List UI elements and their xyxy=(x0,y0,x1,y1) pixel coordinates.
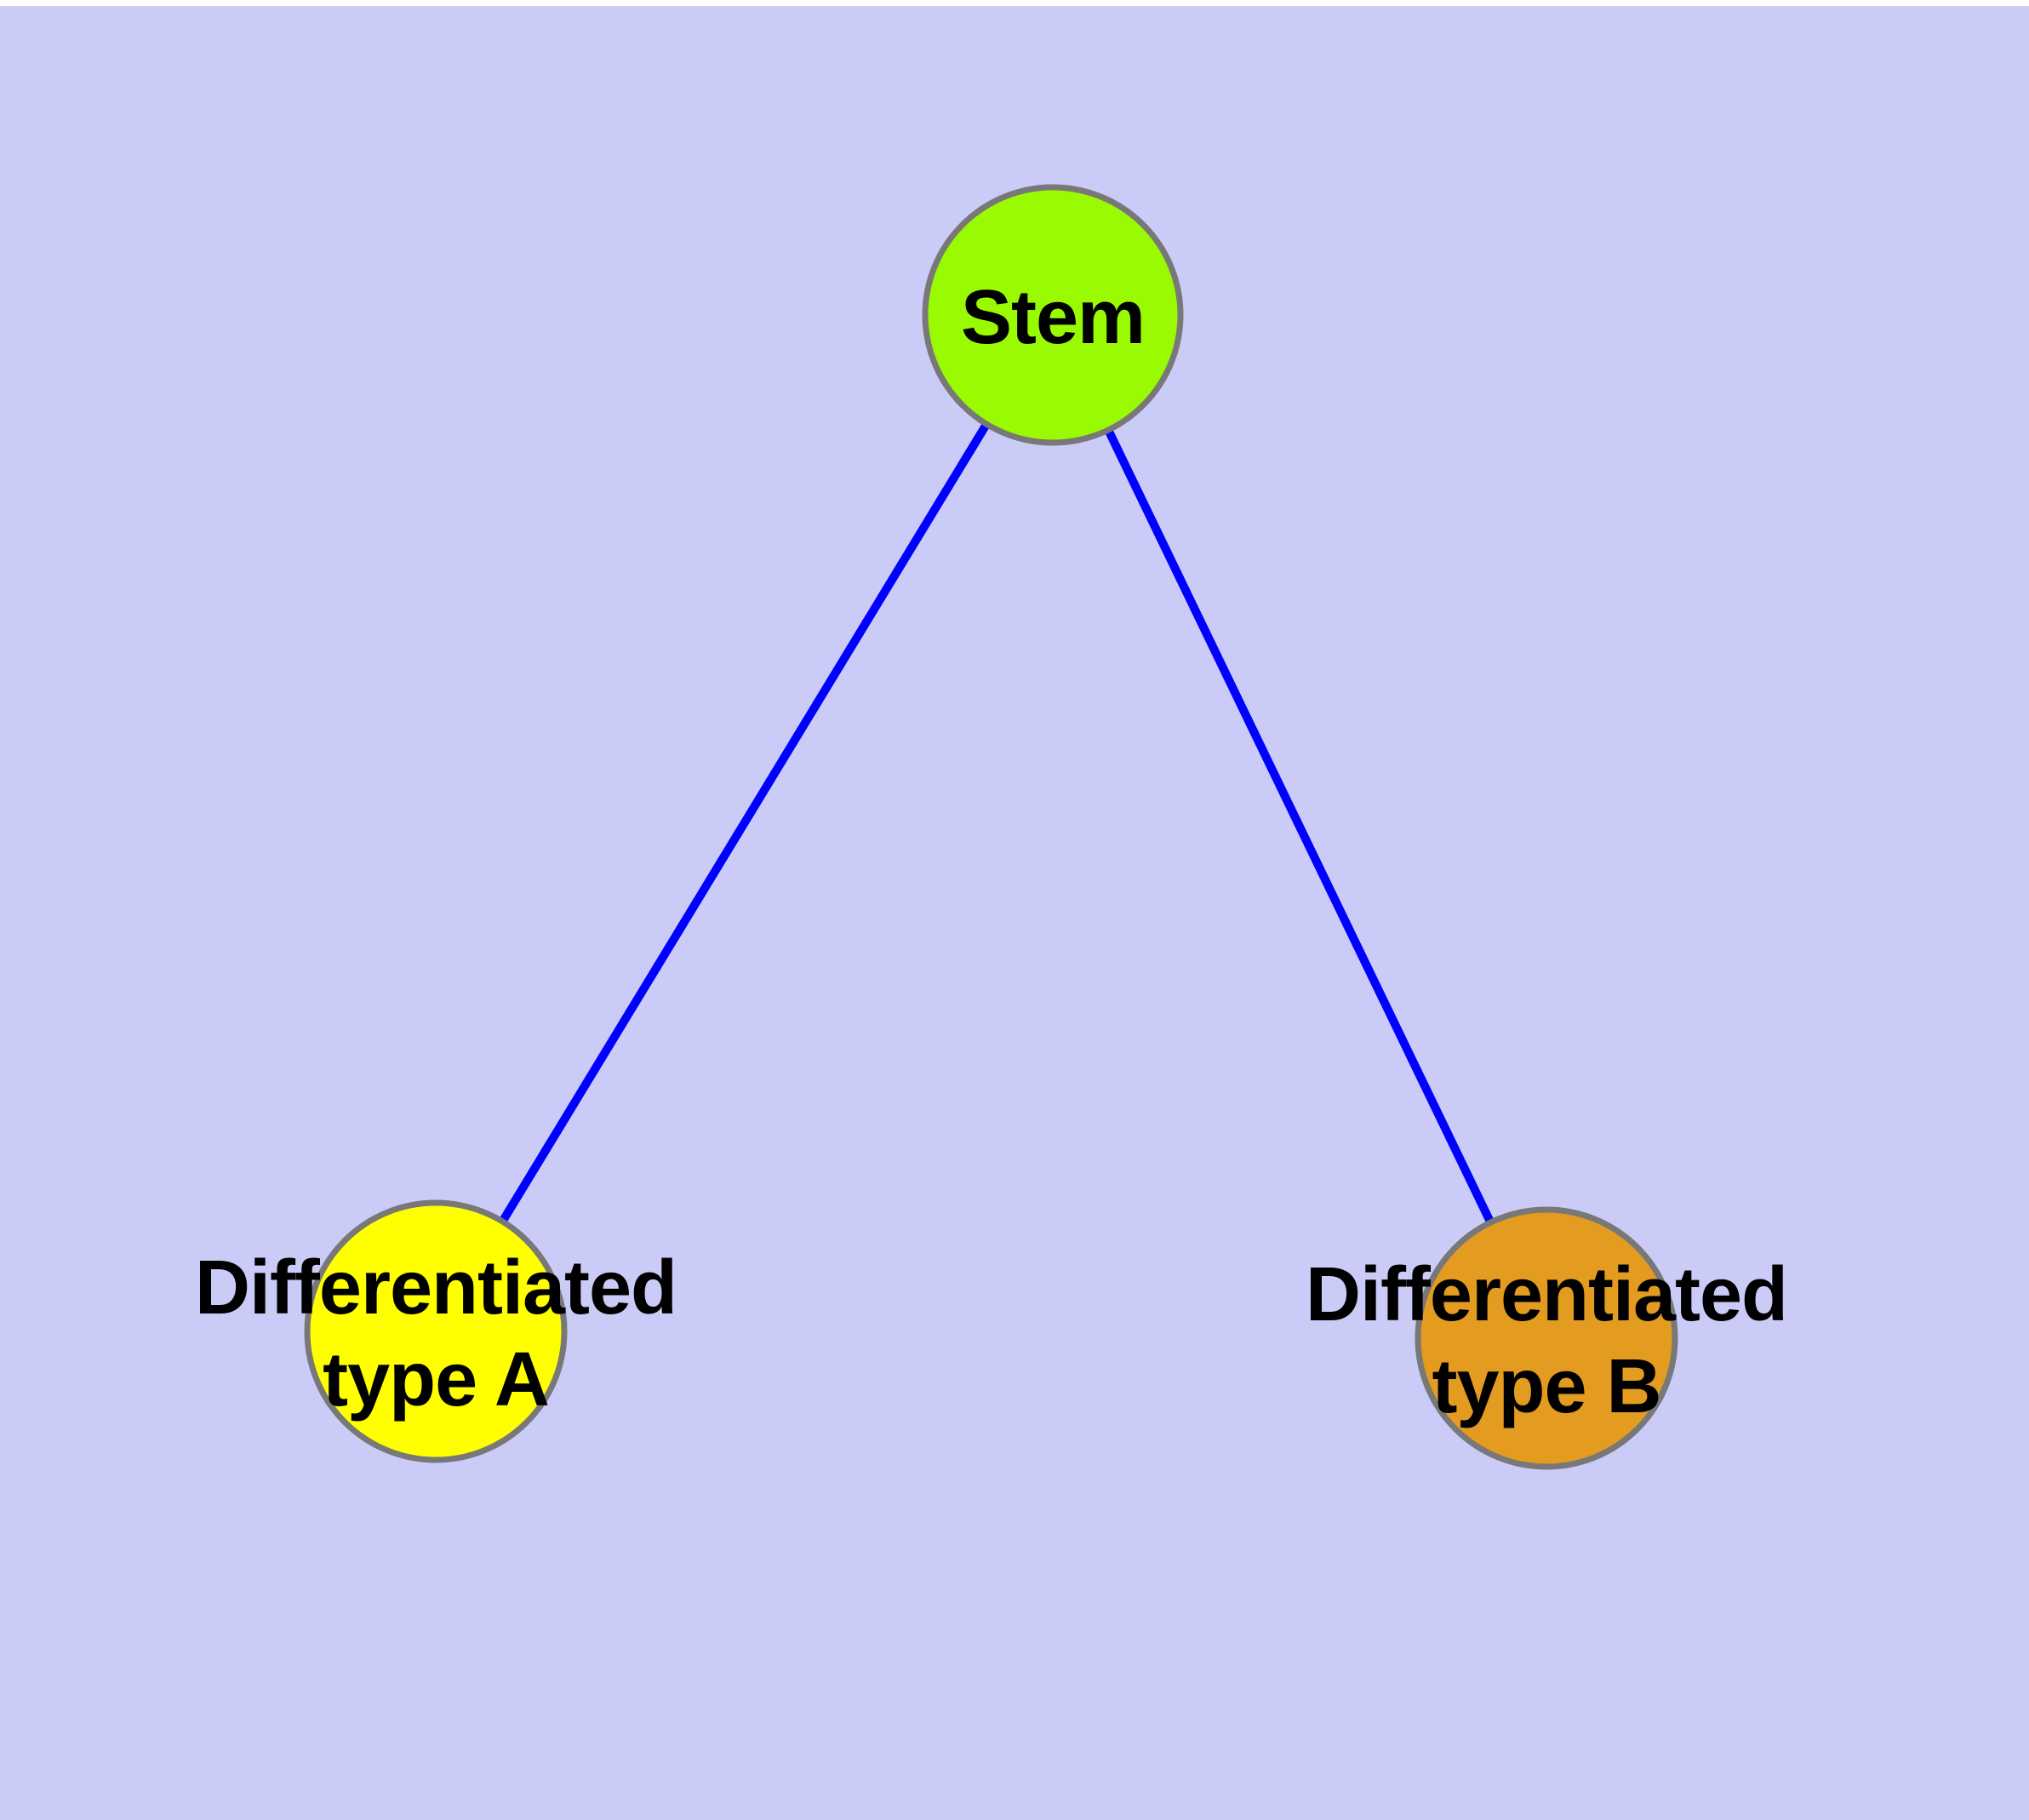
node-typeB xyxy=(1415,1206,1678,1470)
node-label-stem-line-1: Stem xyxy=(961,275,1145,360)
node-label-typeA-line-2: type A xyxy=(323,1337,549,1422)
edges-layer xyxy=(432,312,1551,1341)
node-typeA xyxy=(304,1199,568,1463)
node-label-typeB-line-1: Differentiated xyxy=(1306,1252,1787,1337)
edge-stem-typeB xyxy=(1049,312,1551,1341)
node-stem xyxy=(922,184,1184,446)
node-label-typeB-line-2: type B xyxy=(1432,1344,1660,1429)
edge-stem-typeA xyxy=(432,312,1057,1334)
node-label-stem: Stem xyxy=(961,275,1145,360)
node-label-typeA-line-1: Differentiated xyxy=(195,1245,677,1331)
nodes-layer xyxy=(304,184,1678,1470)
